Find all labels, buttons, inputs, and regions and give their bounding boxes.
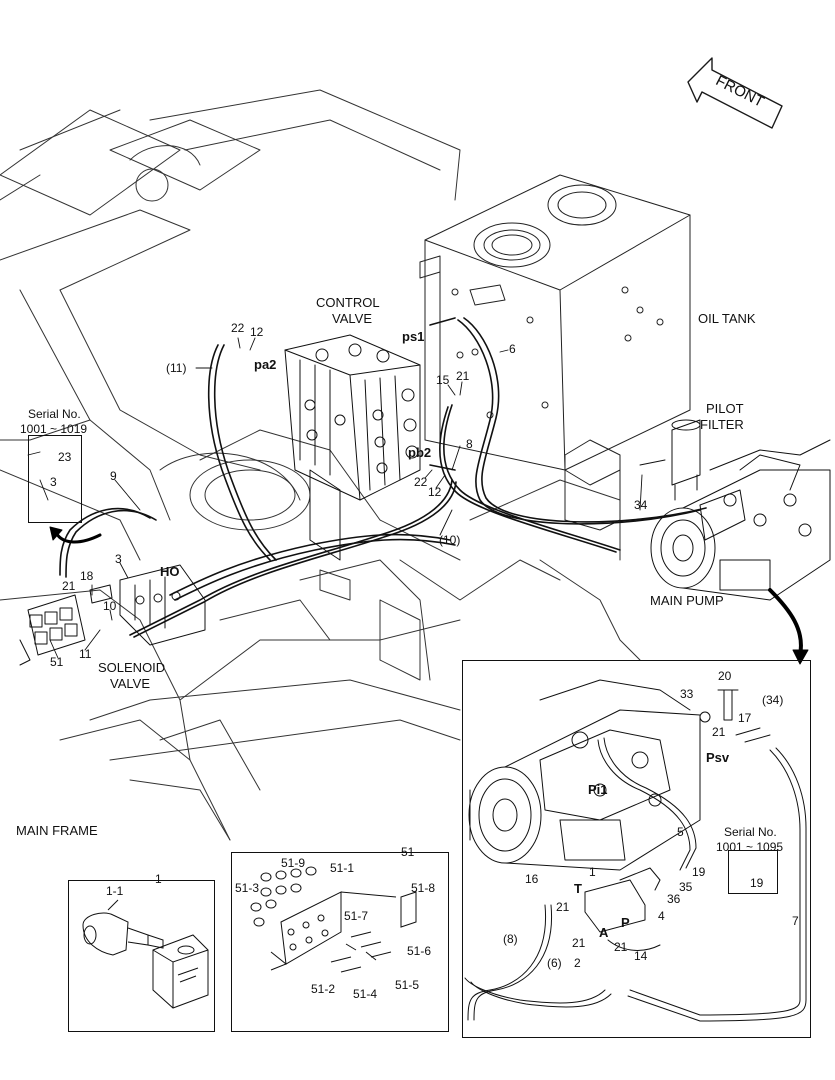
- oil-tank-outline: [419, 174, 691, 531]
- block-part-51-5: 51-5: [395, 978, 420, 992]
- inset-callout-21a: 21: [712, 725, 726, 739]
- serial-left-part-3: 3: [50, 475, 57, 489]
- block-part-51-3: 51-3: [235, 881, 260, 895]
- callout-10-ref: (10): [439, 533, 461, 547]
- block-part-51-2: 51-2: [311, 982, 336, 996]
- hoses: [59, 317, 707, 638]
- solenoid-inset-title: 1: [155, 872, 162, 886]
- control-valve-outline: [284, 334, 421, 561]
- port-pi1: Pi1: [588, 782, 608, 797]
- inset-callout-17: 17: [738, 711, 752, 725]
- inset-solenoid-drawing: [82, 899, 209, 1009]
- port-a: A: [599, 925, 609, 940]
- port-ho: HO: [160, 564, 180, 579]
- pilot-filter-outline: [639, 419, 701, 501]
- inset-callout-33: 33: [680, 687, 694, 701]
- block-part-51-8: 51-8: [411, 881, 436, 895]
- inset-callout-5: 5: [677, 825, 684, 839]
- port-t: T: [574, 881, 582, 896]
- block-part-51-9: 51-9: [281, 856, 306, 870]
- serial-right-frame: [728, 850, 778, 894]
- callout-9: 9: [110, 469, 117, 483]
- solenoid-valve-label-2: VALVE: [110, 676, 150, 691]
- inset-callout-16: 16: [525, 872, 539, 886]
- inset-callout-6-ref: (6): [547, 956, 562, 970]
- control-valve-label-2: VALVE: [332, 311, 372, 326]
- inset-callout-14: 14: [634, 949, 648, 963]
- inset-callout-7: 7: [792, 914, 799, 928]
- serial-left-title: Serial No.: [28, 407, 81, 421]
- callout-11: 11: [79, 647, 92, 661]
- callout-11-ref: (11): [166, 361, 187, 375]
- inset-callout-2: 2: [574, 956, 581, 970]
- serial-left-range: 1001 ~ 1019: [20, 422, 88, 436]
- inset-callout-8-ref: (8): [503, 932, 518, 946]
- block-inset-title: 51: [401, 845, 415, 859]
- inset-callout-19: 19: [692, 865, 706, 879]
- inset-solenoid-frame: [68, 880, 215, 1032]
- inset-callout-1: 1: [589, 865, 596, 879]
- inset-callout-21c: 21: [572, 936, 586, 950]
- callout-21: 21: [456, 369, 470, 383]
- inset-block-frame: [231, 852, 449, 1032]
- front-arrow-icon: [687, 57, 783, 129]
- serial-left-part-23: 23: [58, 450, 72, 464]
- pilot-filter-label-1: PILOT: [706, 401, 744, 416]
- main-pump-outline: [650, 439, 831, 601]
- inset-callout-21b: 21: [556, 900, 570, 914]
- leader-lines: [27, 337, 643, 659]
- solenoid-valve-label-1: SOLENOID: [98, 660, 166, 675]
- inset-callout-36: 36: [667, 892, 681, 906]
- inset-pump-drawing: [464, 679, 807, 1022]
- main-frame-label: MAIN FRAME: [16, 823, 98, 838]
- inset-block-drawing: [250, 866, 417, 973]
- inset-callout-35: 35: [679, 880, 693, 894]
- inset-callout-4: 4: [658, 909, 665, 923]
- callout-21b: 21: [62, 579, 76, 593]
- callout-15: 15: [436, 373, 450, 387]
- callout-34: 34: [634, 498, 648, 512]
- control-valve-label-1: CONTROL: [316, 295, 380, 310]
- callout-18: 18: [80, 569, 94, 583]
- callout-10: 10: [103, 599, 117, 613]
- inset-pump-frame: [462, 660, 811, 1038]
- serial-right-title: Serial No.: [724, 825, 777, 839]
- port-ps1: ps1: [402, 329, 425, 344]
- callout-22: 22: [231, 321, 245, 335]
- callout-22b: 22: [414, 475, 428, 489]
- link-arrow: [768, 588, 803, 657]
- serial-left-frame: [28, 435, 82, 523]
- callout-12: 12: [250, 325, 264, 339]
- block-part-51-6: 51-6: [407, 944, 432, 958]
- port-pa2: pa2: [254, 357, 277, 372]
- serial-right-range: 1001 ~ 1095: [716, 840, 784, 854]
- inset-callout-34-ref: (34): [762, 693, 784, 707]
- oil-tank-label: OIL TANK: [698, 311, 756, 326]
- inset-callout-20: 20: [718, 669, 732, 683]
- port-pb2: pb2: [408, 445, 432, 460]
- callout-3: 3: [115, 552, 122, 566]
- main-pump-label: MAIN PUMP: [650, 593, 724, 608]
- serial-right-part-19: 19: [750, 876, 764, 890]
- pilot-filter-label-2: FILTER: [700, 417, 744, 432]
- port-p: P: [621, 915, 630, 930]
- callout-51: 51: [50, 655, 64, 669]
- callout-6: 6: [509, 342, 516, 356]
- solenoid-valve-outline: [19, 564, 206, 666]
- port-psv: Psv: [706, 750, 730, 765]
- callout-12b: 12: [428, 485, 442, 499]
- block-part-51-7: 51-7: [344, 909, 369, 923]
- callout-8: 8: [466, 437, 473, 451]
- inset-callout-21d: 21: [614, 940, 628, 954]
- solenoid-part-1-1: 1-1: [106, 884, 124, 898]
- block-part-51-4: 51-4: [353, 987, 378, 1001]
- block-part-51-1: 51-1: [330, 861, 355, 875]
